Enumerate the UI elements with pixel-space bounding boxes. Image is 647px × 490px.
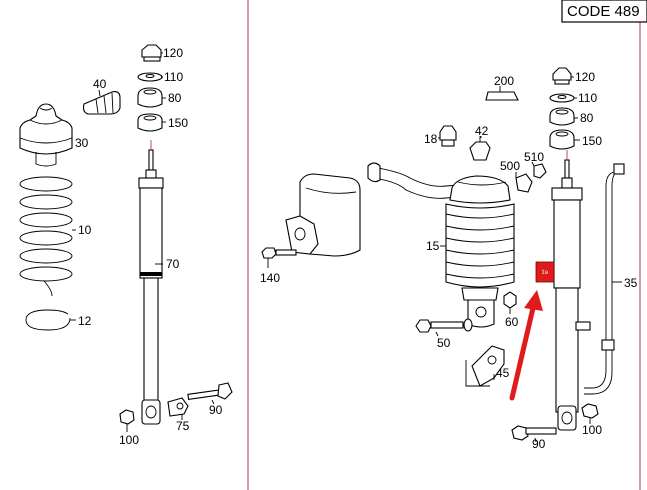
left-assembly: 120 110 80 150 40 30 10 12 70 90 100 75 bbox=[19, 44, 233, 447]
callout-12: 12 bbox=[78, 314, 92, 328]
callout-200: 200 bbox=[494, 74, 514, 88]
callout-110-left: 110 bbox=[164, 70, 183, 84]
connector-500 bbox=[515, 173, 533, 193]
callout-150-right: 150 bbox=[582, 134, 602, 148]
highlight-marker-text: ¹⁹ bbox=[542, 268, 549, 278]
callout-150-left: 150 bbox=[168, 116, 188, 130]
callout-120-right: 120 bbox=[575, 70, 595, 84]
bracket-housing bbox=[285, 173, 361, 257]
nut-120-left bbox=[141, 44, 162, 62]
callout-42: 42 bbox=[475, 124, 489, 138]
bolt-50 bbox=[415, 318, 473, 333]
callout-90-left: 90 bbox=[209, 403, 223, 417]
clip-42 bbox=[469, 136, 491, 161]
air-line bbox=[367, 162, 471, 199]
callout-110-right: 110 bbox=[578, 91, 597, 105]
bushing-75-left bbox=[167, 397, 189, 417]
washer-110-left bbox=[137, 72, 163, 82]
nut-60 bbox=[503, 291, 517, 309]
callout-100-left: 100 bbox=[119, 433, 139, 447]
callout-60: 60 bbox=[505, 315, 519, 329]
callout-15: 15 bbox=[426, 239, 440, 253]
air-spring-15 bbox=[445, 175, 515, 328]
spring-seat-30 bbox=[19, 103, 73, 167]
callout-70: 70 bbox=[166, 257, 180, 271]
code-label: CODE 489 bbox=[567, 3, 640, 20]
callout-75: 75 bbox=[176, 419, 190, 433]
callout-18: 18 bbox=[424, 132, 438, 146]
callout-120-left: 120 bbox=[163, 46, 183, 60]
callout-35: 35 bbox=[624, 276, 638, 290]
callout-510: 510 bbox=[524, 150, 544, 164]
nut-18 bbox=[439, 125, 457, 147]
rubber-mount-150-left bbox=[137, 113, 163, 132]
rubber-mount-150-right bbox=[549, 129, 575, 150]
callout-100-right: 100 bbox=[582, 423, 602, 437]
callout-140: 140 bbox=[260, 271, 280, 285]
nut-120-right bbox=[552, 67, 572, 85]
cap-200 bbox=[485, 86, 519, 101]
callout-50: 50 bbox=[437, 336, 451, 350]
bump-stop-40 bbox=[82, 91, 121, 115]
pointer-arrow bbox=[509, 290, 543, 401]
shock-absorber-70 bbox=[138, 140, 164, 425]
right-assembly: 200 120 110 80 150 18 42 500 510 15 140 … bbox=[260, 67, 638, 451]
callout-80-left: 80 bbox=[168, 91, 182, 105]
rubber-mount-80-left bbox=[137, 87, 163, 108]
callout-45: 45 bbox=[496, 366, 510, 380]
code-box: CODE 489 bbox=[561, 0, 647, 23]
coil-spring-10 bbox=[19, 176, 73, 297]
callout-500: 500 bbox=[500, 159, 520, 173]
rubber-mount-80-right bbox=[549, 107, 575, 126]
bolt-90-left bbox=[187, 382, 233, 400]
nut-100-right bbox=[581, 403, 599, 419]
washer-110-right bbox=[549, 93, 575, 103]
callout-10: 10 bbox=[78, 223, 92, 237]
callout-90-right: 90 bbox=[532, 437, 546, 451]
bolt-90-right bbox=[511, 425, 557, 441]
highlight-marker: ¹⁹ bbox=[535, 261, 555, 283]
retaining-ring-12 bbox=[25, 309, 76, 331]
callout-80-right: 80 bbox=[580, 111, 594, 125]
bolt-140 bbox=[261, 247, 297, 259]
bracket-45 bbox=[465, 345, 505, 387]
callout-40: 40 bbox=[93, 77, 107, 91]
shock-absorber-right bbox=[551, 150, 583, 431]
nut-100-left bbox=[119, 409, 135, 425]
callout-30: 30 bbox=[75, 136, 89, 150]
cable-35 bbox=[575, 163, 625, 395]
fitting-510 bbox=[533, 163, 547, 179]
